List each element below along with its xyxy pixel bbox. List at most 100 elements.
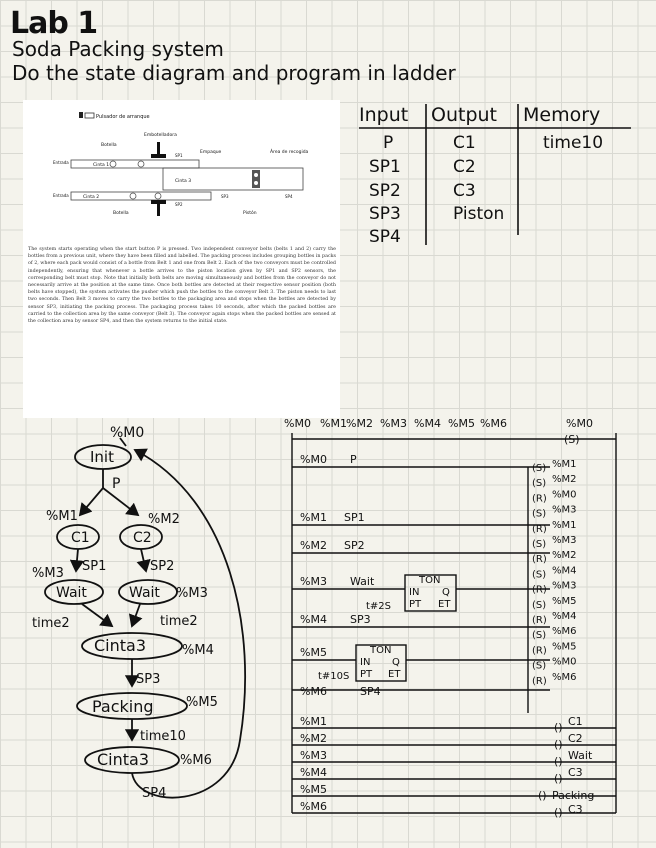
state-marker: %M5 — [186, 695, 218, 710]
state-label: Wait — [129, 585, 160, 601]
output-coil-type: () — [554, 721, 563, 734]
coil-name: %M6 — [552, 626, 577, 637]
page-title: Lab 1 — [10, 6, 97, 41]
output-coil-type: () — [538, 789, 547, 802]
rung-contact: %M4 — [300, 613, 327, 626]
output-contact: %M4 — [300, 766, 327, 779]
belt2-label: Cinta 2 — [83, 194, 99, 200]
contact-label: %M0 — [284, 417, 311, 430]
state-marker: %M3 — [176, 586, 208, 601]
botella2-label: Botella — [113, 210, 129, 216]
sp4-label: SP4 — [285, 194, 293, 199]
page-subtitle: Soda Packing system — [12, 37, 224, 61]
legend-label: Pulsador de arranque — [96, 114, 150, 120]
coil-name: %M4 — [552, 565, 577, 576]
conveyor-figure: Pulsador de arranque Cinta 1 Cinta 2 Cin… — [23, 100, 340, 246]
coil-type: (S) — [532, 509, 546, 520]
timer-pin: IN — [360, 657, 370, 668]
rung-contact: SP1 — [344, 511, 365, 524]
timer-type: TON — [418, 575, 440, 586]
rung-contact: SP2 — [344, 539, 365, 552]
contact-label: %M1 — [320, 417, 347, 430]
state-label: Packing — [92, 697, 154, 716]
output-contact: %M2 — [300, 732, 327, 745]
output-cell: C1 — [453, 133, 476, 153]
memory-cell: time10 — [543, 133, 603, 153]
state-marker: %M2 — [148, 512, 180, 527]
timer-pin: Q — [392, 657, 400, 668]
sp3-label: SP3 — [221, 194, 229, 199]
entrada2-label: Entrada — [53, 193, 69, 198]
timer-type: TON — [369, 645, 391, 656]
coil-name: %M1 — [552, 459, 577, 470]
output-coil: C1 — [568, 715, 583, 728]
output-coil-type: () — [554, 755, 563, 768]
output-coil: Wait — [568, 749, 593, 762]
input-cell: SP1 — [369, 157, 401, 177]
output-cell: Piston — [453, 204, 504, 224]
belt3-label: Cinta 3 — [175, 178, 191, 184]
rung-contact: %M0 — [300, 453, 327, 466]
timer-pin: ET — [438, 599, 451, 610]
output-coil: C2 — [568, 732, 583, 745]
empaque-label: Empaque — [200, 149, 222, 155]
state-label: Wait — [56, 585, 87, 601]
output-coil: C3 — [568, 766, 583, 779]
output-coil-type: () — [554, 738, 563, 751]
coil-type: (S) — [532, 539, 546, 550]
coil-name: %M2 — [552, 550, 577, 561]
coil-type: (S) — [532, 478, 546, 489]
input-cell: SP3 — [369, 204, 401, 224]
coil-type: (R) — [532, 554, 547, 565]
timer-preset: t#2S — [366, 601, 391, 612]
rung-contact: SP4 — [360, 685, 381, 698]
state-marker: %M6 — [180, 753, 212, 768]
coil-name: %M2 — [552, 474, 577, 485]
contact-label: %M5 — [448, 417, 475, 430]
transition-label: P — [112, 476, 120, 492]
coil-type: (R) — [532, 524, 547, 535]
coil-name: %M5 — [552, 641, 577, 652]
rung-contact: %M6 — [300, 685, 327, 698]
timer-pin: PT — [409, 599, 422, 610]
input-cell: P — [383, 133, 393, 153]
entrada-label: Entrada — [53, 160, 69, 165]
transition-label: SP4 — [142, 786, 166, 801]
rung-contact: P — [350, 453, 357, 466]
coil-label: %M0 — [566, 417, 593, 430]
transition-label: SP3 — [136, 672, 160, 687]
state-diagram: Init C1 C2 Wait Wait Cinta3 Packing Cint… — [0, 410, 290, 830]
output-contact: %M6 — [300, 800, 327, 813]
problem-statement-document: Pulsador de arranque Cinta 1 Cinta 2 Cin… — [23, 100, 340, 418]
piston-label: Pistón — [243, 209, 257, 216]
rung-contact: %M2 — [300, 539, 327, 552]
state-marker: %M1 — [46, 509, 78, 524]
contact-label: %M2 — [346, 417, 373, 430]
contact-label: %M3 — [380, 417, 407, 430]
coil-type: (S) — [532, 661, 546, 672]
transition-label: SP2 — [150, 559, 174, 574]
output-coil: Packing — [552, 789, 594, 802]
transition-label: SP1 — [82, 559, 106, 574]
io-table: Input Output Memory P SP1 SP2 SP3 SP4 C1… — [355, 100, 645, 250]
coil-name: %M3 — [552, 581, 577, 592]
output-contact: %M5 — [300, 783, 327, 796]
timer-preset: t#10S — [318, 671, 349, 682]
coil-type: (R) — [532, 585, 547, 596]
state-label: Init — [90, 448, 114, 466]
coil-type: (S) — [532, 600, 546, 611]
state-marker: %M4 — [182, 643, 214, 658]
output-contact: %M3 — [300, 749, 327, 762]
timer-pin: IN — [409, 587, 419, 598]
problem-paragraph: The system starts operating when the sta… — [28, 246, 336, 325]
rung-contact: %M5 — [300, 646, 327, 659]
coil-type: (S) — [532, 463, 546, 474]
input-cell: SP4 — [369, 227, 401, 247]
state-label: C1 — [71, 530, 90, 546]
state-marker: %M0 — [110, 425, 144, 441]
coil-type: (S) — [532, 569, 546, 580]
input-cell: SP2 — [369, 181, 401, 201]
rung-contact: SP3 — [350, 613, 371, 626]
ladder-program: %M0 %M1 %M2 %M3 %M4 %M5 %M6 %M0 (S) %M0 … — [280, 415, 650, 825]
coil-name: %M4 — [552, 611, 577, 622]
